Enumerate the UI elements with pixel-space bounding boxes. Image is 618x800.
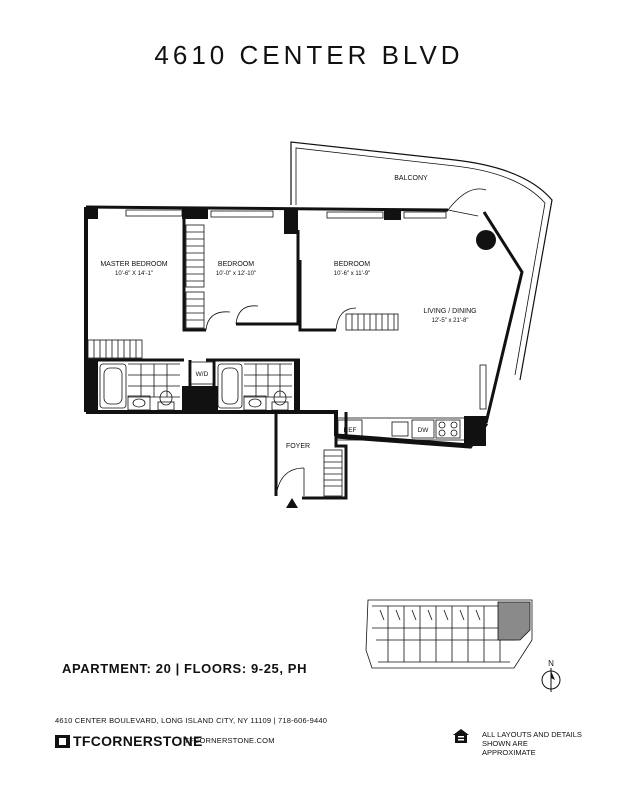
balcony [290,141,553,381]
refrigerator-label: REF [344,427,357,434]
tfc-logo: TFCORNERSTONE [55,733,203,749]
key-plan-highlight [497,601,531,641]
equal-housing-icon [453,729,469,743]
bathroom-2 [217,363,292,411]
disclaimer-line-1: ALL LAYOUTS AND DETAILS [482,730,582,739]
closets [87,224,399,497]
master-bedroom-dims: 10'-6" X 14'-1" [115,271,153,277]
footer-address: 4610 CENTER BOULEVARD, LONG ISLAND CITY,… [55,716,328,725]
key-plan [365,599,533,669]
kitchen [335,417,467,441]
exterior-walls [84,205,524,449]
brand-name: TFCORNERSTONE [73,733,203,749]
refrigerator [337,419,363,439]
doors [205,188,487,497]
bedroom-2-dims: 10'-0" x 12'-10" [216,271,256,277]
interior-walls [86,216,348,500]
bedroom-2-label: BEDROOM [218,261,254,268]
bedroom-3-label: BEDROOM [334,261,370,268]
living-dining-dims: 12'-5" x 21'-8" [432,318,469,324]
dishwasher [411,419,435,439]
compass-icon [541,668,561,692]
bathroom-1 [99,363,180,411]
apartment-floors-info: APARTMENT: 20 | FLOORS: 9-25, PH [62,661,308,676]
columns [86,207,496,446]
website-link[interactable]: | TFCORNERSTONE.COM [180,736,275,745]
bedroom-3-dims: 10'-6" x 11'-9" [334,271,370,277]
balcony-label: BALCONY [394,175,428,182]
washer-dryer-label: W/D [196,371,209,378]
washer-dryer [190,361,214,385]
master-bedroom-label: MASTER BEDROOM [100,261,167,268]
cooktop [435,419,461,439]
windows [125,209,487,410]
disclaimer-line-2: SHOWN ARE APPROXIMATE [482,739,536,757]
page-title: 4610 CENTER BLVD [154,40,464,70]
dishwasher-label: DW [418,427,430,434]
compass-north-label: N [548,659,554,668]
kitchen-sink [391,421,409,437]
tfc-logo-icon [55,734,70,748]
foyer-label: FOYER [286,443,310,450]
entry-arrow-icon [286,498,298,508]
disclaimer: ALL LAYOUTS AND DETAILS SHOWN ARE APPROX… [482,730,582,757]
living-dining-label: LIVING / DINING [423,308,476,315]
